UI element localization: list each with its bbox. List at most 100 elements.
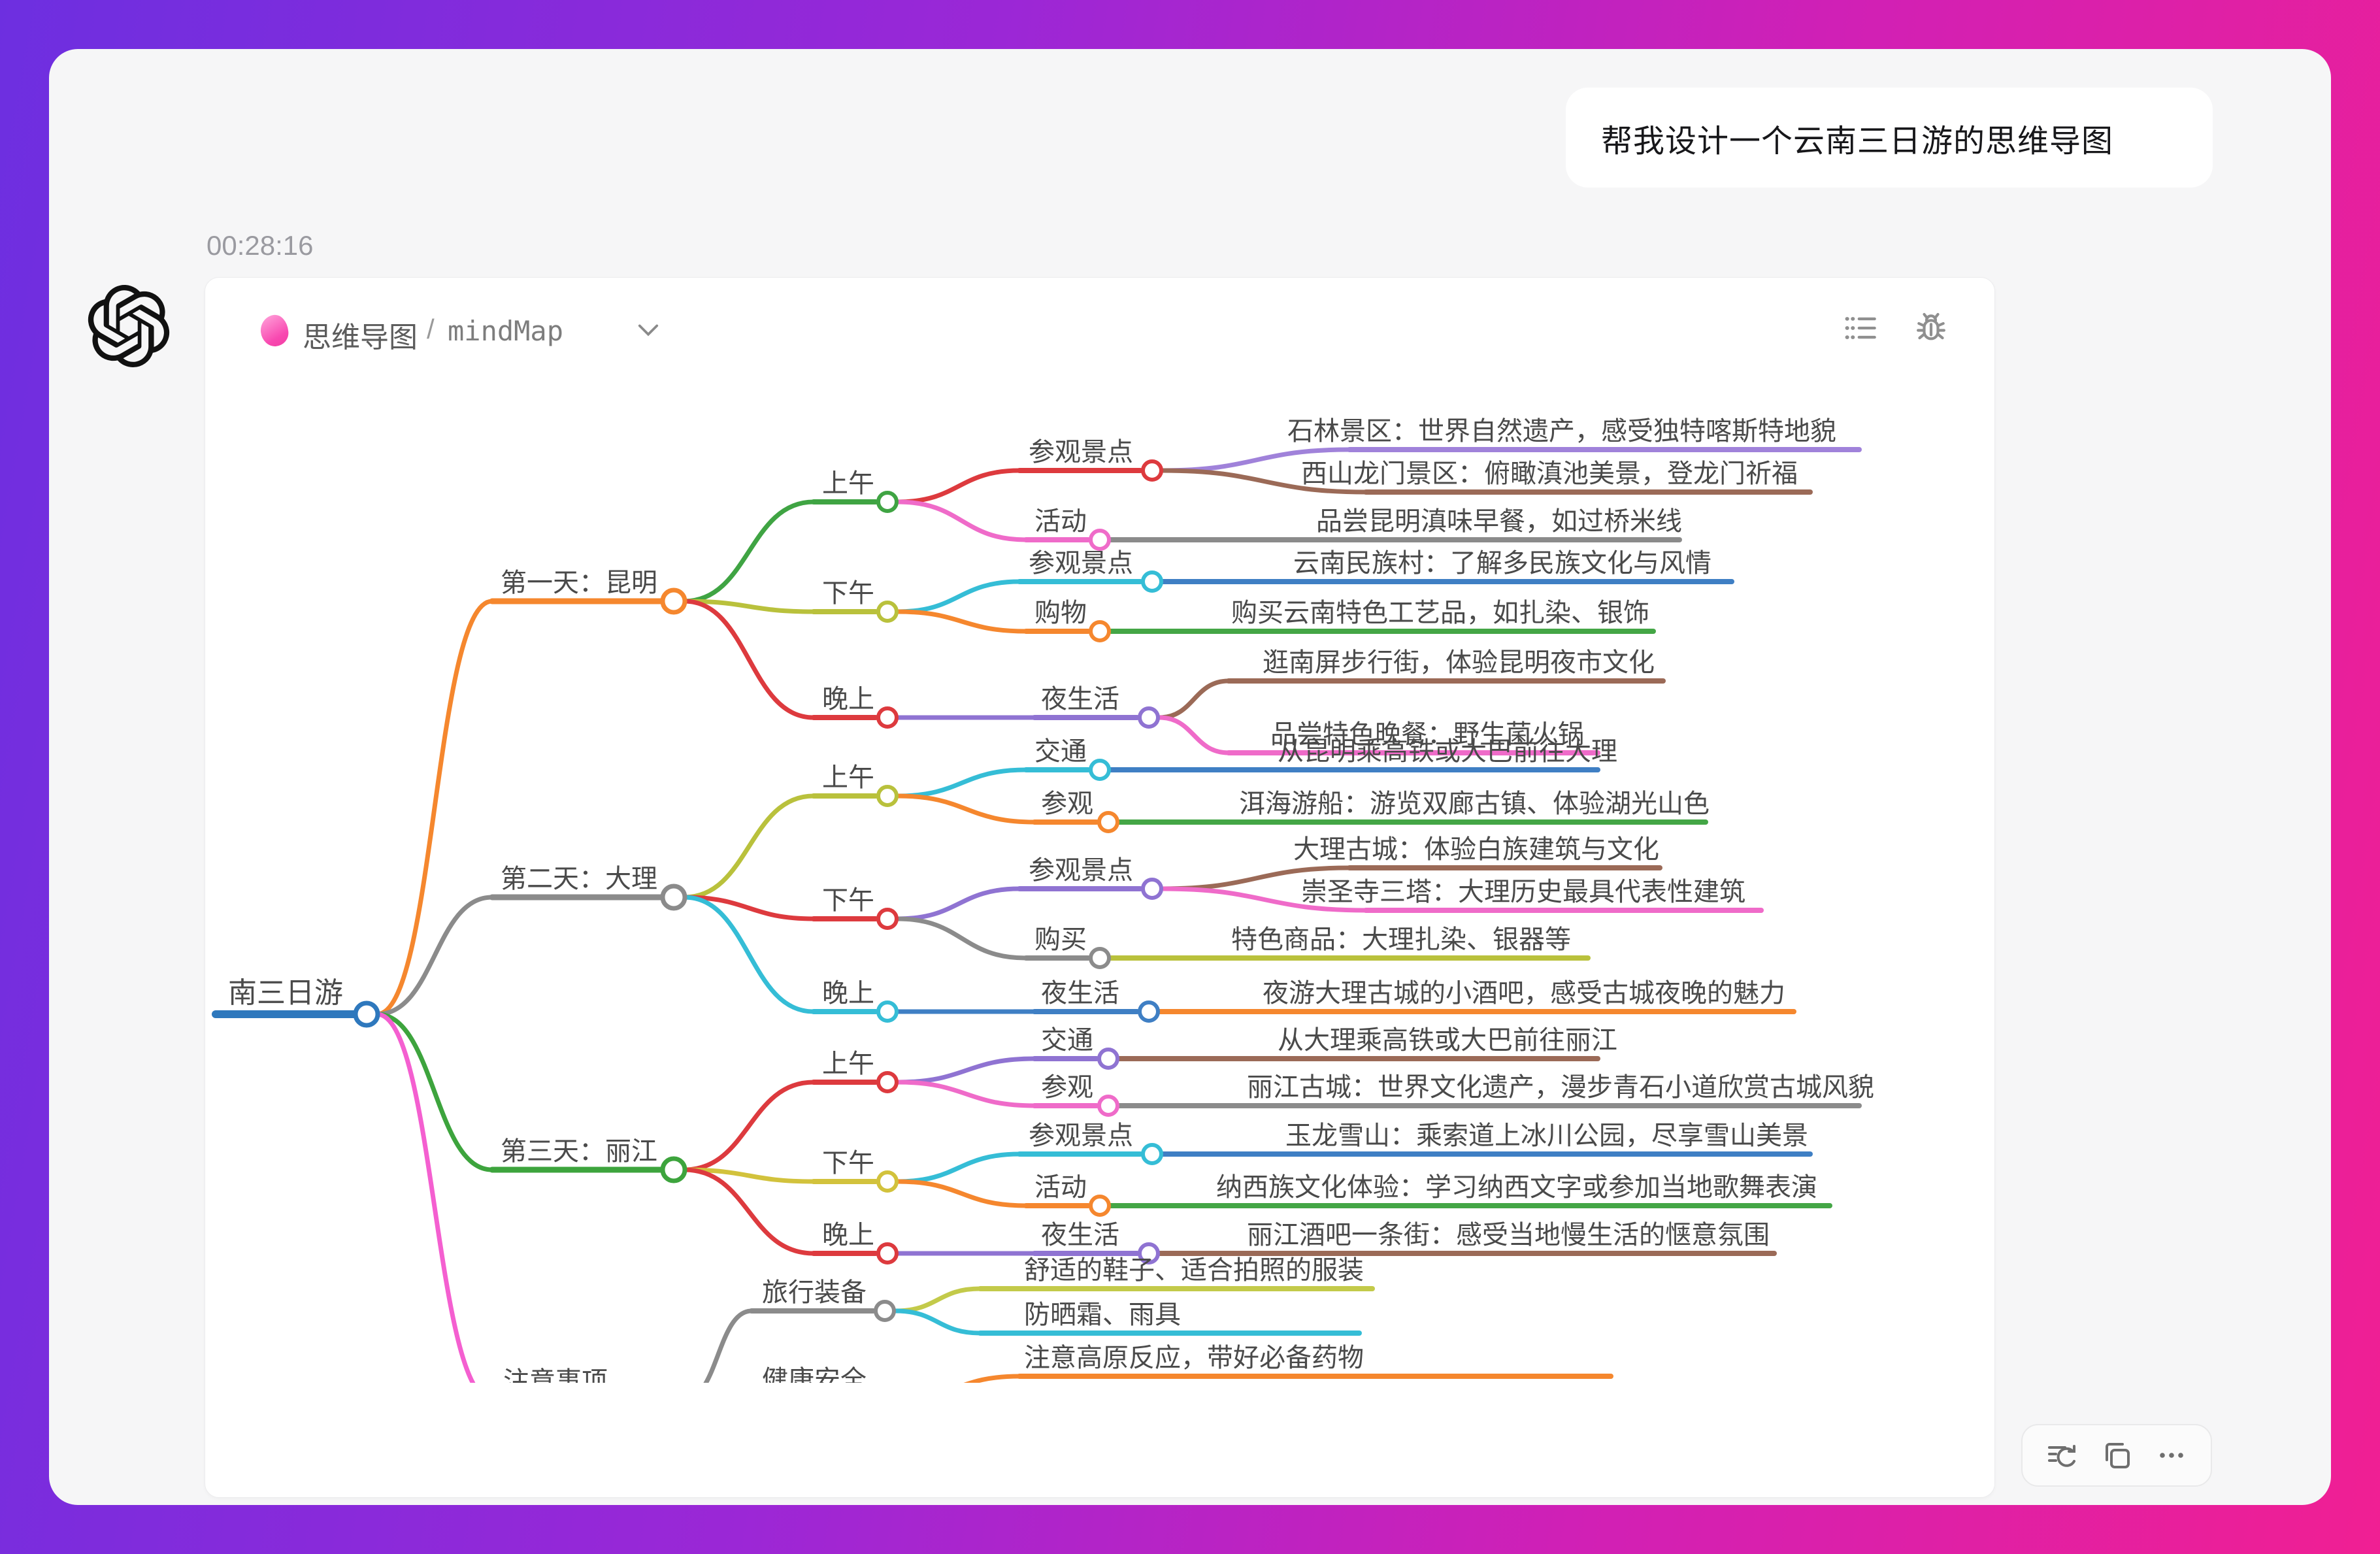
mindmap-node-label[interactable]: 交通 bbox=[1041, 1026, 1093, 1055]
mindmap-node-toggle[interactable] bbox=[876, 491, 899, 513]
mindmap-node-label[interactable]: 南三日游 bbox=[228, 977, 343, 1009]
mindmap-node-toggle[interactable] bbox=[876, 1071, 899, 1093]
mindmap-node-label[interactable]: 纳西族文化体验：学习纳西文字或参加当地歌舞表演 bbox=[1216, 1173, 1817, 1202]
mindmap-node-toggle[interactable] bbox=[876, 785, 899, 807]
copy-icon[interactable] bbox=[2100, 1438, 2134, 1472]
mindmap-node-label[interactable]: 洱海游船：游览双廊古镇、体验湖光山色 bbox=[1239, 789, 1710, 818]
mindmap-node-label[interactable]: 夜生活 bbox=[1041, 685, 1119, 714]
mindmap-node-label[interactable]: 上午 bbox=[822, 469, 874, 498]
mindmap-node-toggle[interactable] bbox=[1141, 459, 1163, 482]
mindmap-edge bbox=[895, 1179, 1029, 1208]
mindmap-node-label[interactable]: 防晒霜、雨具 bbox=[1024, 1300, 1181, 1329]
mindmap-node-label[interactable]: 夜生活 bbox=[1041, 1221, 1119, 1249]
mindmap-node-toggle[interactable] bbox=[1138, 1000, 1160, 1023]
mindmap-edge bbox=[895, 499, 1029, 542]
mindmap-node-label[interactable]: 参观 bbox=[1041, 789, 1093, 818]
mindmap-node-label[interactable]: 石林景区：世界自然遗产，感受独特喀斯特地貌 bbox=[1287, 417, 1836, 446]
mindmap-node-label[interactable]: 上午 bbox=[822, 763, 874, 792]
mindmap-node-label[interactable]: 大理古城：体验白族建筑与文化 bbox=[1293, 835, 1659, 864]
mindmap-node-label[interactable]: 品尝昆明滇味早餐，如过桥米线 bbox=[1316, 507, 1682, 536]
mindmap-node-toggle[interactable] bbox=[660, 1156, 687, 1183]
mindmap-node-label[interactable]: 参观 bbox=[1041, 1073, 1093, 1102]
mindmap-node-label[interactable]: 上午 bbox=[822, 1050, 874, 1078]
mindmap-node-toggle[interactable] bbox=[353, 1000, 380, 1028]
mindmap-node-label[interactable]: 活动 bbox=[1034, 1173, 1087, 1202]
mindmap-node-label[interactable]: 夜游大理古城的小酒吧，感受古城夜晚的魅力 bbox=[1263, 979, 1785, 1008]
mindmap-node-label[interactable]: 购物 bbox=[1034, 599, 1087, 627]
mindmap-node-label[interactable]: 注意事项 bbox=[503, 1367, 608, 1383]
mindmap-node-toggle[interactable] bbox=[1097, 811, 1119, 833]
mindmap-node-label[interactable]: 丽江酒吧一条街：感受当地慢生活的惬意氛围 bbox=[1247, 1221, 1770, 1249]
mindmap-node-label[interactable]: 交通 bbox=[1034, 737, 1087, 766]
mindmap-node-label[interactable]: 第三天：丽江 bbox=[501, 1137, 657, 1166]
mindmap-node-label[interactable]: 崇圣寺三塔：大理历史最具代表性建筑 bbox=[1301, 878, 1745, 906]
bug-icon[interactable] bbox=[1913, 310, 1949, 346]
mindmap-node-label[interactable]: 第二天：大理 bbox=[501, 865, 657, 893]
mindmap-node-label[interactable]: 活动 bbox=[1034, 507, 1087, 536]
mindmap-node-toggle[interactable] bbox=[1089, 529, 1111, 551]
mindmap-node-toggle[interactable] bbox=[1089, 620, 1111, 642]
mindmap-node-toggle[interactable] bbox=[1089, 947, 1111, 969]
mindmap-node-label[interactable]: 晚上 bbox=[822, 685, 874, 714]
mindmap-node-toggle[interactable] bbox=[876, 706, 899, 729]
mindmap-viewport[interactable]: 南三日游第一天：昆明第二天：大理第三天：丽江注意事项上午下午晚上参观景点石林景区… bbox=[205, 278, 1993, 1383]
mindmap-node-label[interactable]: 晚上 bbox=[822, 979, 874, 1008]
mindmap-node-toggle[interactable] bbox=[1141, 878, 1163, 900]
mindmap-node-toggle[interactable] bbox=[1097, 1095, 1119, 1117]
mindmap-node-label[interactable]: 逛南屏步行街，体验昆明夜市文化 bbox=[1263, 648, 1655, 677]
mindmap-edge bbox=[703, 1308, 754, 1383]
mindmap-node-toggle[interactable] bbox=[876, 908, 899, 930]
mindmap-node-label[interactable]: 舒适的鞋子、适合拍照的服装 bbox=[1024, 1256, 1364, 1285]
mindmap-edge bbox=[895, 1056, 1037, 1085]
mindmap-node-label[interactable]: 从大理乘高铁或大巴前往丽江 bbox=[1278, 1026, 1617, 1055]
history-icon[interactable] bbox=[2045, 1438, 2079, 1472]
mindmap-node-toggle[interactable] bbox=[1138, 706, 1160, 729]
mindmap-node-toggle[interactable] bbox=[660, 884, 687, 911]
mindmap-node-label[interactable]: 西山龙门景区：俯瞰滇池美景，登龙门祈福 bbox=[1301, 459, 1798, 488]
mindmap-node-label[interactable]: 参观景点 bbox=[1029, 438, 1133, 467]
mindmap-node-label[interactable]: 旅行装备 bbox=[762, 1278, 867, 1307]
mindmap-node-label[interactable]: 购买云南特色工艺品，如扎染、银饰 bbox=[1231, 599, 1649, 627]
mindmap-node-toggle[interactable] bbox=[1141, 570, 1163, 593]
mindmap-node-toggle[interactable] bbox=[876, 1170, 899, 1193]
mindmap-edge bbox=[895, 793, 1037, 825]
mindmap-node-toggle[interactable] bbox=[876, 601, 899, 623]
more-icon[interactable] bbox=[2155, 1438, 2189, 1472]
mindmap-node-toggle[interactable] bbox=[874, 1300, 896, 1322]
mindmap-edge bbox=[682, 895, 816, 921]
mindmap-node-label[interactable]: 品尝特色晚餐：野生菌火锅 bbox=[1270, 720, 1584, 749]
mindmap-node-label[interactable]: 下午 bbox=[822, 886, 874, 915]
mindmap-node-label[interactable]: 丽江古城：世界文化遗产，漫步青石小道欣赏古城风貌 bbox=[1247, 1073, 1874, 1102]
mindmap-node-label[interactable]: 参观景点 bbox=[1029, 549, 1133, 578]
mindmap-node-label[interactable]: 夜生活 bbox=[1041, 979, 1119, 1008]
mindmap-node-toggle[interactable] bbox=[876, 1000, 899, 1023]
mindmap-node-label[interactable]: 下午 bbox=[822, 1149, 874, 1178]
mindmap-node-label[interactable]: 从昆明乘高铁或大巴前往大理 bbox=[1278, 737, 1617, 766]
mindmap-node-label[interactable]: 下午 bbox=[822, 579, 874, 608]
mindmap-node-label[interactable]: 健康安全 bbox=[762, 1366, 867, 1383]
mindmap-node-label[interactable]: 特色商品：大理扎染、银器等 bbox=[1231, 925, 1571, 954]
mindmap-edge bbox=[963, 1374, 1022, 1383]
mindmap-node-label[interactable]: 参观景点 bbox=[1029, 856, 1133, 885]
mindmap-node-label[interactable]: 云南民族村：了解多民族文化与风情 bbox=[1293, 549, 1711, 578]
mindmap-node-toggle[interactable] bbox=[1138, 1242, 1160, 1265]
mindmap-edge bbox=[374, 599, 495, 1017]
user-message-text: 帮我设计一个云南三日游的思维导图 bbox=[1601, 124, 2114, 159]
mindmap-node-label[interactable]: 晚上 bbox=[822, 1221, 874, 1249]
mindmap-node-label[interactable]: 注意高原反应，带好必备药物 bbox=[1024, 1344, 1364, 1372]
mindmap-node-toggle[interactable] bbox=[1141, 1143, 1163, 1165]
mindmap-node-toggle[interactable] bbox=[660, 587, 687, 615]
mindmap-node-toggle[interactable] bbox=[876, 1242, 899, 1265]
mindmap-node-label[interactable]: 购买 bbox=[1034, 925, 1087, 954]
mindmap-node-toggle[interactable] bbox=[1089, 759, 1111, 781]
mindmap-node-label[interactable]: 玉龙雪山：乘索道上冰川公园，尽享雪山美景 bbox=[1285, 1121, 1808, 1150]
mindmap-edge bbox=[374, 895, 495, 1017]
mindmap-node-label[interactable]: 第一天：昆明 bbox=[501, 569, 657, 597]
list-icon[interactable] bbox=[1842, 310, 1879, 346]
chevron-down-icon[interactable] bbox=[637, 323, 661, 342]
mindmap-node-toggle[interactable] bbox=[1097, 1048, 1119, 1070]
mindmap-edge bbox=[895, 1080, 1037, 1108]
mindmap-node-label[interactable]: 参观景点 bbox=[1029, 1121, 1133, 1150]
artifact-title-separator: / bbox=[427, 314, 435, 344]
mindmap-node-toggle[interactable] bbox=[1089, 1195, 1111, 1217]
